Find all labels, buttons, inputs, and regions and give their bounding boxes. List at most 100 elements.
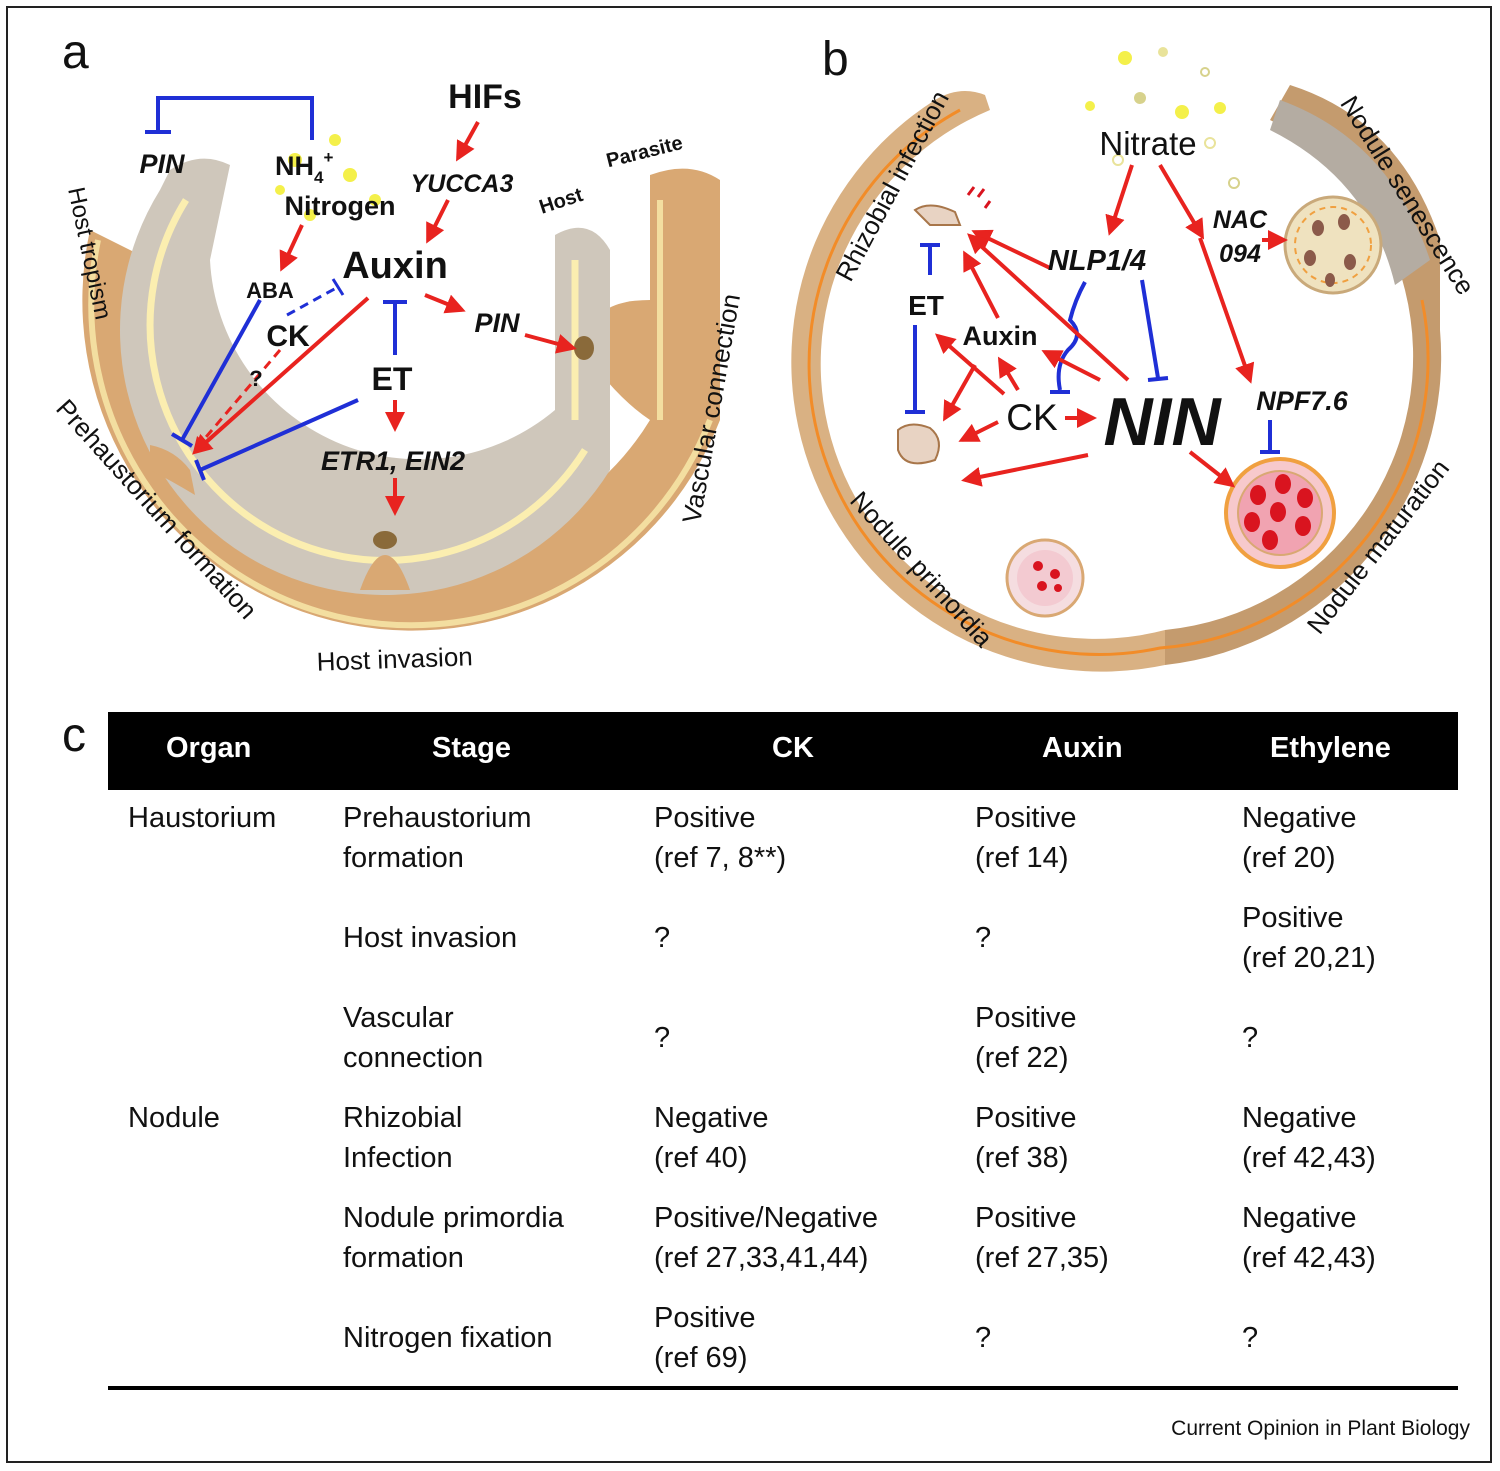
header-stage: Stage — [432, 732, 511, 764]
table-cell-line: ? — [654, 1022, 671, 1054]
table-cell-line: Positive — [975, 1202, 1077, 1234]
ck-to-auxin-arrow — [997, 356, 1020, 392]
parasite-small-label: Parasite — [604, 132, 685, 172]
table-cell-line: (ref 22) — [975, 1042, 1069, 1074]
table-cell-stage: Host invasion — [343, 918, 517, 958]
header-ck: CK — [772, 732, 814, 764]
root-arc-right — [1165, 85, 1442, 665]
panel-b-label: b — [822, 33, 849, 86]
table-cell-line: Positive — [975, 1002, 1077, 1034]
table-cell-line: Vascular — [343, 1002, 454, 1034]
table-cell-auxin: ? — [975, 1318, 991, 1358]
table-cell-line: Positive — [975, 1102, 1077, 1134]
pin-right-label: PIN — [474, 308, 520, 338]
nlp-label: NLP1/4 — [1048, 245, 1146, 277]
table-bottom-rule — [108, 1386, 1458, 1390]
yucca3-label: YUCCA3 — [411, 170, 514, 198]
table-cell-line: Negative — [1242, 1202, 1357, 1234]
table-cell-ck: Positive/Negative(ref 27,33,41,44) — [654, 1198, 878, 1278]
nitrate-to-nlp-arrow — [1105, 164, 1134, 236]
infection-thread-bottom — [897, 423, 940, 465]
senescing-nodule — [1283, 195, 1383, 295]
table-cell-line: Positive/Negative — [654, 1202, 879, 1234]
table-cell-ethylene: ? — [1242, 1018, 1258, 1058]
table-cell-line: (ref 40) — [654, 1142, 748, 1174]
pin-to-vascular-arrow — [524, 333, 577, 354]
table-cell-line: Positive — [654, 802, 756, 834]
auxin-to-pin-arrow — [424, 293, 466, 314]
table-cell-line: Infection — [343, 1142, 453, 1174]
nin-to-infection-arrow — [967, 233, 1130, 382]
table-cell-line: (ref 69) — [654, 1342, 748, 1374]
table-cell-line: Prehaustorium — [343, 802, 532, 834]
hifs-label: HIFs — [448, 78, 522, 116]
nin-to-maturation-arrow — [1188, 450, 1236, 488]
table-header: Organ Stage CK Auxin Ethylene — [108, 712, 1458, 790]
panel-a-label: a — [62, 26, 89, 79]
table-cell-line: Host invasion — [343, 922, 518, 954]
auxin-to-primordia-arrow — [943, 364, 977, 422]
et-represses-preh-line — [199, 398, 359, 472]
header-ethylene: Ethylene — [1270, 732, 1391, 764]
question-label: ? — [249, 366, 262, 391]
table-cell-line: ? — [975, 1322, 992, 1354]
table-cell-ethylene: ? — [1242, 1318, 1258, 1358]
nh4-label: NH4+ — [275, 148, 333, 187]
root-arc-left — [791, 91, 1165, 672]
npf-label: NPF7.6 — [1256, 386, 1349, 416]
table-cell-organ: Haustorium — [128, 798, 276, 838]
table-cell-line: Rhizobial — [343, 1102, 463, 1134]
table-cell-line: Positive — [654, 1302, 756, 1334]
panel-b: b Nitrate NLP1/4 NAC 094 ET Auxin CK NIN… — [791, 33, 1481, 672]
et-label: ET — [372, 361, 413, 397]
table-cell-ck: ? — [654, 918, 670, 958]
table-cell-stage: Vascular connection — [343, 998, 483, 1078]
table-cell-line: (ref 14) — [975, 842, 1069, 874]
diagram-canvas: a HIFs YUCCA3 PIN NH4+ Nitrogen Auxin AB… — [50, 26, 1481, 677]
table-cell-line: (ref 7, 8**) — [654, 842, 787, 874]
parasite-root-arc — [120, 158, 611, 596]
hifs-to-yucca3-arrow — [456, 121, 480, 162]
panel-c-label: c — [62, 709, 86, 762]
nitrate-label: Nitrate — [1099, 125, 1196, 162]
table-cell-line: ? — [1242, 1022, 1259, 1054]
ck-to-et-arrow — [934, 333, 1006, 396]
table-cell-line: Nodule — [128, 1102, 220, 1134]
table-cell-ethylene: Negative(ref 42,43) — [1242, 1098, 1376, 1178]
panel-a: a HIFs YUCCA3 PIN NH4+ Nitrogen Auxin AB… — [50, 26, 746, 677]
pin-left-label: PIN — [139, 149, 185, 179]
table-cell-line: connection — [343, 1042, 484, 1074]
table-cell-line: Negative — [654, 1102, 769, 1134]
aba-represses-preh-line — [180, 299, 262, 441]
host-invasion-bump — [360, 555, 410, 590]
aba-label: ABA — [246, 278, 294, 303]
table-cell-line: (ref 27,35) — [975, 1242, 1109, 1274]
ck-dashed-auxin-line — [286, 285, 339, 317]
host-small-label: Host — [537, 184, 586, 219]
table-cell-auxin: Positive (ref 14) — [975, 798, 1077, 878]
table-cell-line: formation — [343, 1242, 464, 1274]
header-organ: Organ — [166, 732, 252, 764]
auxin-to-preh-arrow — [192, 296, 370, 455]
nac-label: NAC — [1213, 206, 1268, 234]
table-cell-line: ? — [1242, 1322, 1259, 1354]
ck-to-preh-dashed-arrow — [193, 349, 282, 453]
table-cell-line: Nitrogen fixation — [343, 1322, 553, 1354]
auxin-b-label: Auxin — [962, 321, 1037, 351]
nh4-represses-pin-line — [156, 96, 314, 140]
et-b-label: ET — [908, 290, 944, 321]
table-cell-organ: Nodule — [128, 1098, 220, 1138]
etr-label: ETR1, EIN2 — [321, 446, 465, 476]
table-cell-line: Positive — [975, 802, 1077, 834]
nac-number-label: 094 — [1219, 240, 1261, 268]
table-cell-line: (ref 20) — [1242, 842, 1336, 874]
table-cell-ck: Positive (ref 69) — [654, 1298, 756, 1378]
ck-label: CK — [266, 320, 310, 353]
table-cell-auxin: Positive(ref 38) — [975, 1098, 1077, 1178]
table-cell-auxin: ? — [975, 918, 991, 958]
primordia-nodule — [1005, 538, 1085, 618]
auxin-to-infection-arrow — [963, 250, 1000, 319]
nin-label: NIN — [1103, 384, 1222, 460]
table-cell-line: formation — [343, 842, 464, 874]
